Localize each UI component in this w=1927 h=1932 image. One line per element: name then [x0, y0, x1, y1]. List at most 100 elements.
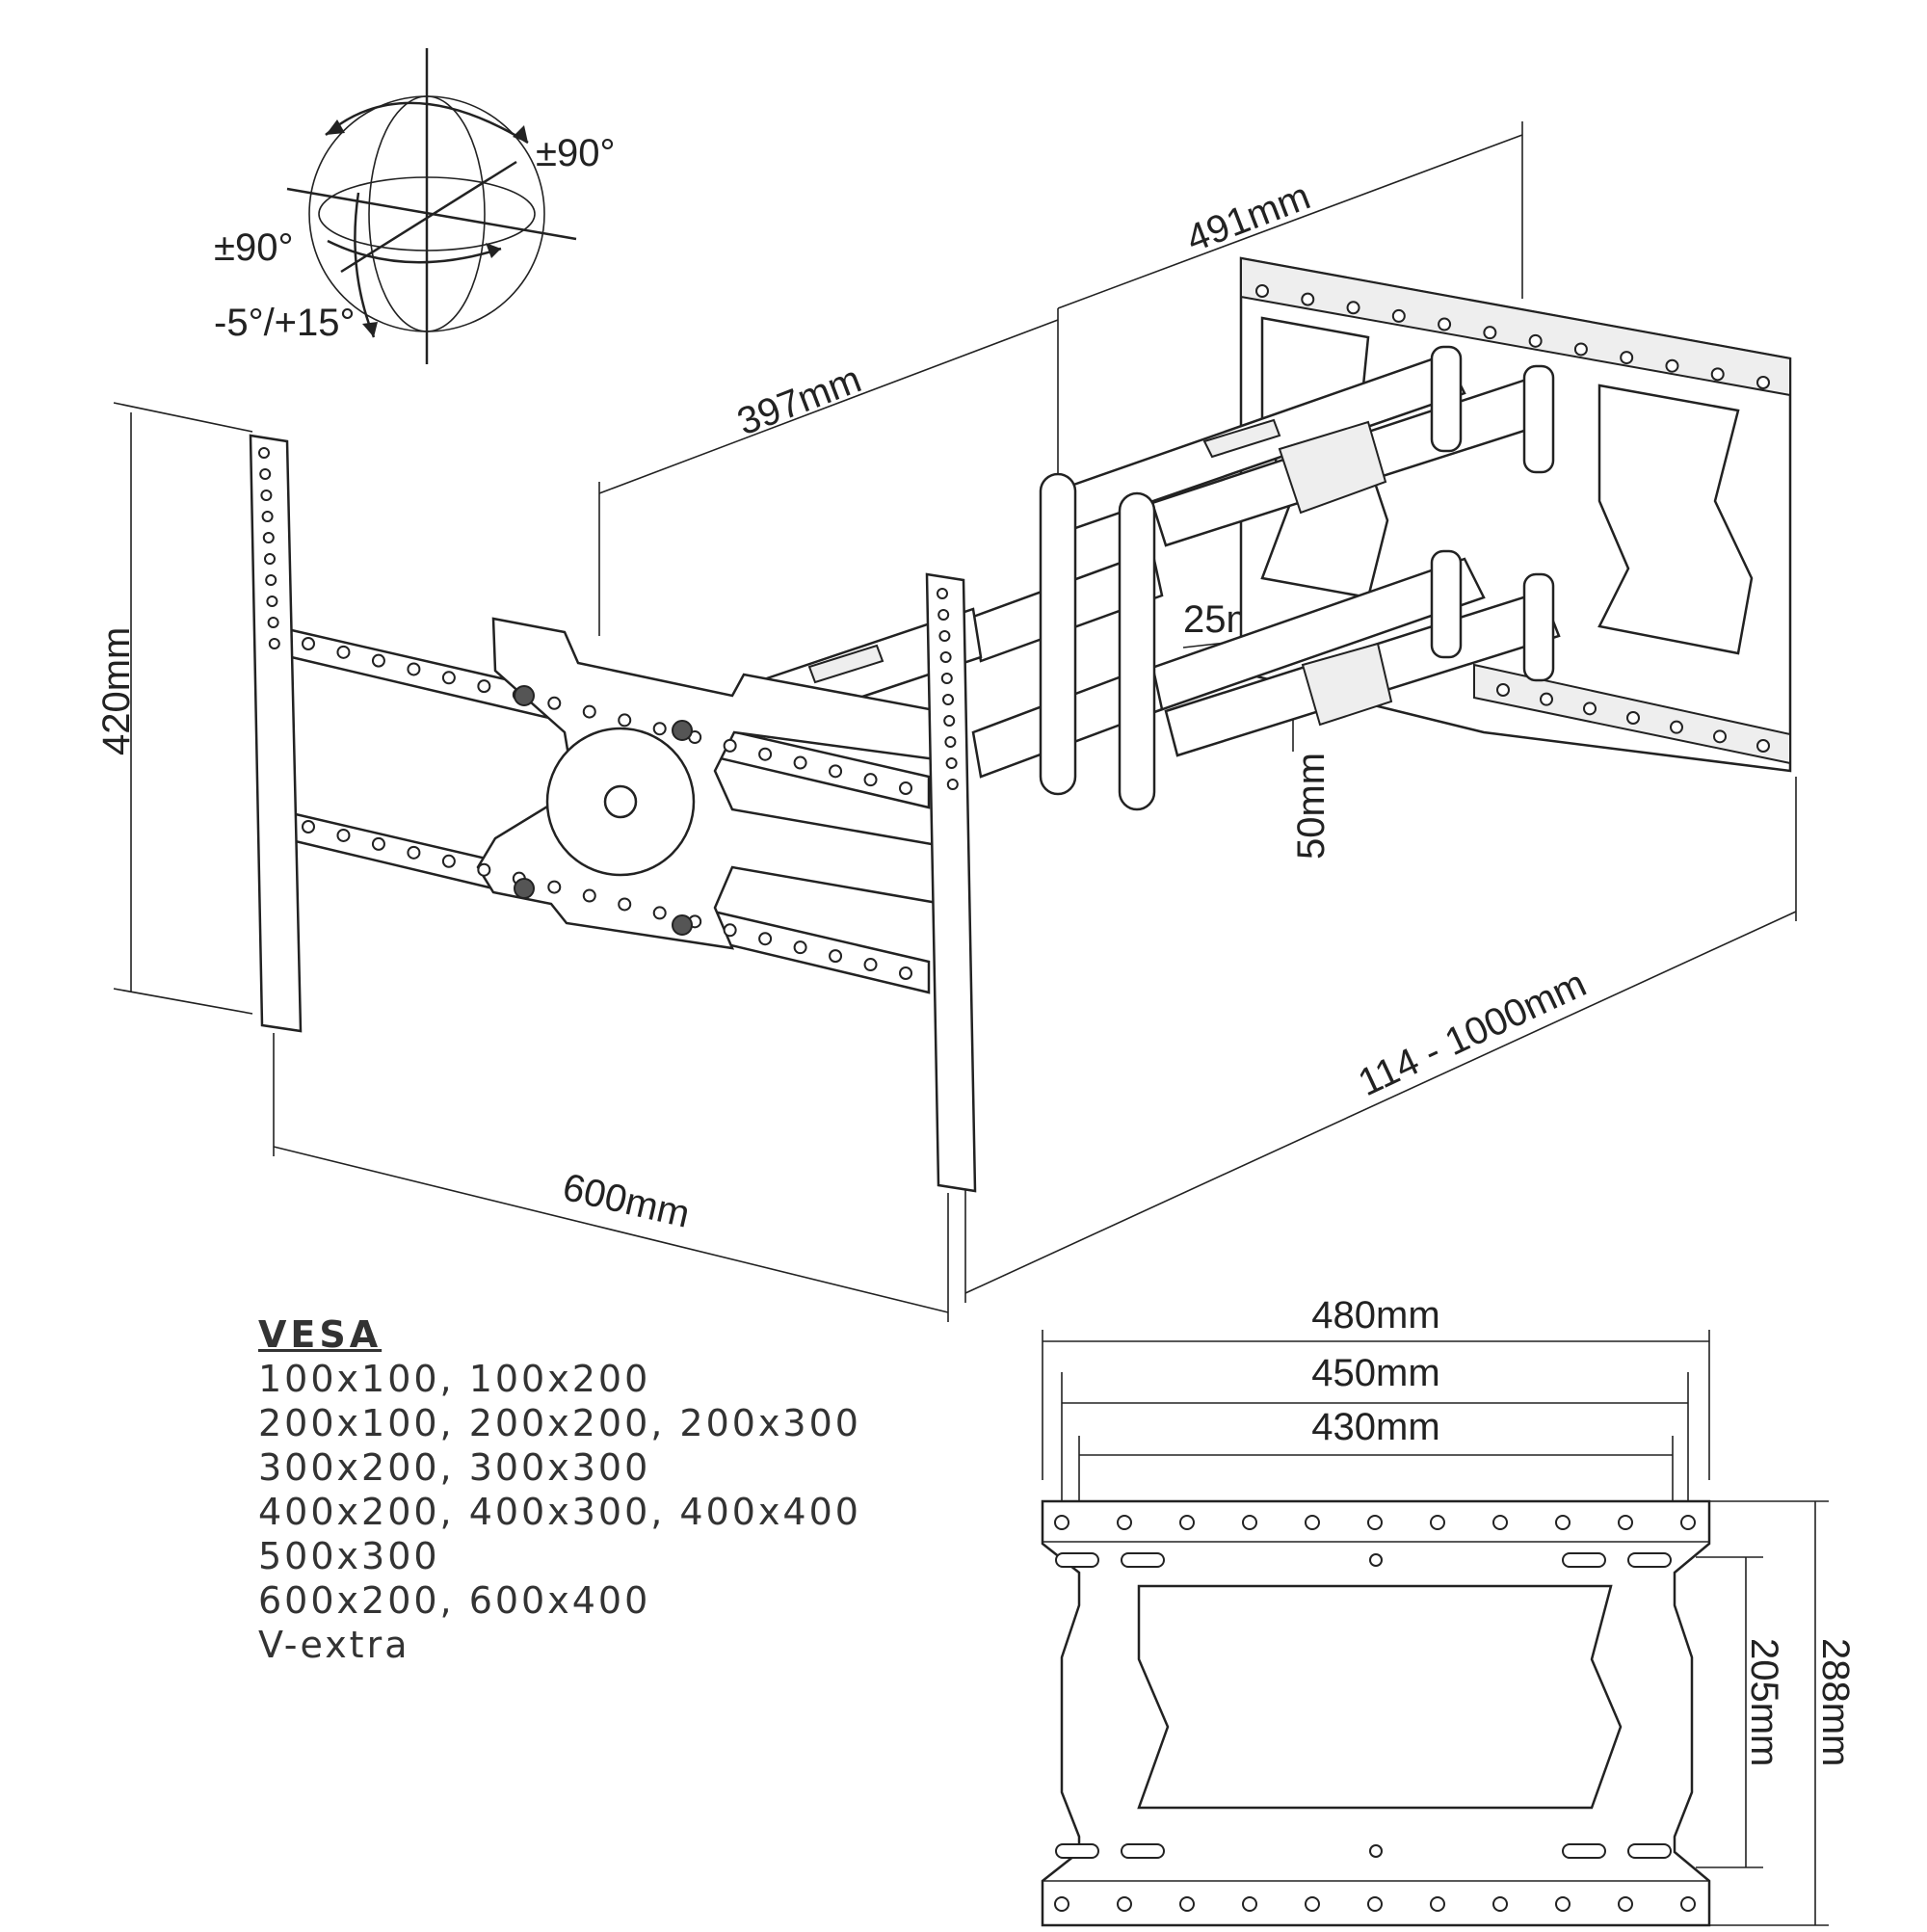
dim-420: 420mm: [95, 627, 138, 755]
rail-hole: [582, 888, 596, 903]
rail-hole: [723, 923, 737, 938]
rail-hole: [863, 958, 878, 972]
dim-480: 480mm: [1311, 1294, 1439, 1337]
dim-205: 205mm: [1743, 1638, 1785, 1766]
bracket-hole: [1528, 333, 1543, 348]
mount-hole: [1680, 1896, 1696, 1912]
bracket-hole: [1496, 683, 1510, 697]
bracket-hole: [1255, 284, 1269, 298]
rail-hole: [547, 696, 562, 710]
rotation-sphere-icon: [286, 48, 577, 364]
bracket-hole: [1438, 317, 1452, 331]
rail-hole: [863, 773, 878, 787]
rail-hole: [899, 781, 912, 795]
arm-hole: [261, 511, 274, 522]
mount-hole: [1305, 1896, 1320, 1912]
dim-600: 600mm: [559, 1166, 694, 1236]
vesa-line: 500x300: [258, 1535, 440, 1577]
rail-hole: [407, 662, 421, 676]
rail-hole: [371, 836, 385, 851]
vesa-line: 200x100, 200x200, 200x300: [258, 1402, 861, 1444]
rail-hole: [618, 897, 632, 912]
bolt: [672, 720, 693, 741]
bracket-hole: [1713, 729, 1727, 744]
bracket-hole: [1573, 342, 1588, 357]
rail-hole: [336, 828, 351, 842]
bracket-hole: [1483, 326, 1497, 340]
bracket-hole: [1710, 367, 1725, 382]
bracket-hole: [1346, 301, 1360, 315]
vesa-line: 400x200, 400x300, 400x400: [258, 1491, 861, 1533]
arm-hole: [946, 779, 959, 790]
wall-bracket-holes: [1255, 284, 1770, 753]
arm-hole: [945, 757, 958, 769]
vesa-line: 100x100, 100x200: [258, 1358, 651, 1400]
mount-hole: [1179, 1515, 1195, 1530]
bolt: [514, 685, 535, 706]
arm-hole: [942, 694, 954, 705]
mount-slot: [1121, 1843, 1165, 1859]
rail-hole: [407, 845, 421, 860]
rail-hole: [829, 764, 843, 779]
arm-hole: [262, 532, 275, 543]
bracket-hole: [1583, 701, 1597, 716]
dim-50: 50mm: [1290, 753, 1333, 860]
rail-hole: [547, 880, 562, 894]
bracket-hole: [1301, 292, 1315, 306]
tilt-label: -5°/+15°: [214, 302, 356, 344]
bolt: [672, 914, 693, 936]
rail-hole: [652, 722, 667, 736]
mount-hole: [1054, 1896, 1069, 1912]
dim-430: 430mm: [1311, 1406, 1439, 1448]
arm-hole: [937, 609, 950, 621]
arm-hole: [938, 630, 951, 642]
bolt: [514, 878, 535, 899]
bracket-hole: [1756, 376, 1770, 389]
mount-slot: [1627, 1552, 1672, 1568]
mount-hole: [1117, 1515, 1132, 1530]
mount-hole: [1367, 1515, 1383, 1530]
mount-hole: [1305, 1515, 1320, 1530]
mount-hole: [1054, 1515, 1069, 1530]
mount-hole: [1430, 1515, 1445, 1530]
mount-hole: [1242, 1896, 1257, 1912]
mount-hole: [1367, 1896, 1383, 1912]
vesa-line: 600x200, 600x400: [258, 1579, 651, 1622]
rail-hole: [793, 940, 807, 955]
bracket-hole: [1670, 720, 1683, 734]
rail-hole: [441, 854, 456, 868]
mount-slot: [1627, 1843, 1672, 1859]
arm-hole: [937, 588, 948, 599]
mount-hole: [1430, 1896, 1445, 1912]
rail-hole: [336, 645, 351, 659]
swivel-label: ±90°: [214, 226, 293, 269]
rail-hole: [441, 671, 456, 685]
arm-hole: [267, 617, 279, 628]
mount-hole: [1618, 1515, 1633, 1530]
rail-hole: [829, 949, 843, 964]
rotate-label: ±90°: [536, 132, 615, 174]
rail-hole: [582, 704, 596, 719]
bracket-hole: [1391, 308, 1406, 323]
rail-hole: [302, 820, 315, 834]
rail-hole: [758, 932, 773, 946]
mount-hole: [1555, 1515, 1571, 1530]
dim-450: 450mm: [1311, 1352, 1439, 1394]
dim-288: 288mm: [1814, 1638, 1857, 1766]
mount-hole: [1242, 1515, 1257, 1530]
mount-slot: [1055, 1552, 1099, 1568]
rail-hole: [371, 653, 385, 668]
mount-slot: [1562, 1552, 1606, 1568]
mount-hole: [1179, 1896, 1195, 1912]
rail-hole: [899, 966, 912, 980]
bracket-hole: [1756, 739, 1770, 753]
arm-hole: [268, 638, 280, 649]
mount-hole: [1680, 1515, 1696, 1530]
mount-hole: [1369, 1844, 1383, 1858]
bracket-hole: [1626, 711, 1640, 725]
arm-hole: [259, 468, 272, 480]
mount-hole: [1618, 1896, 1633, 1912]
mount-slot: [1121, 1552, 1165, 1568]
rail-hole: [652, 906, 667, 920]
